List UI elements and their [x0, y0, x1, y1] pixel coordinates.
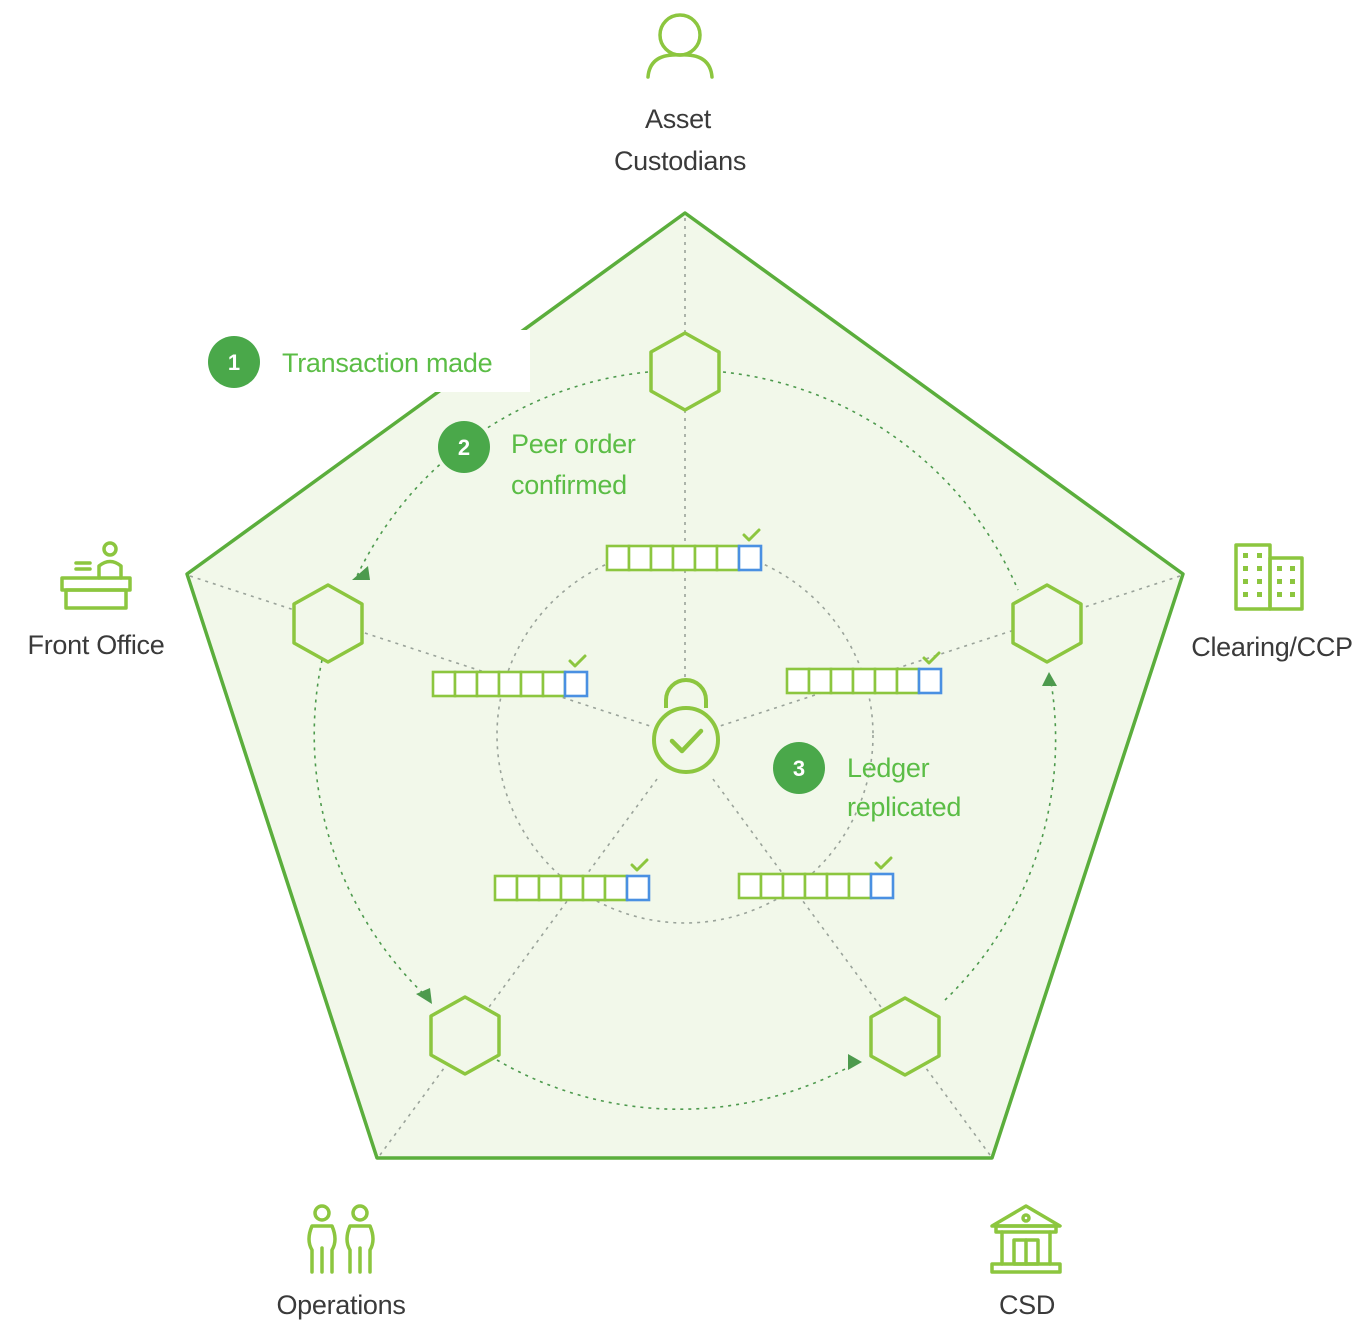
step-label: replicated — [847, 792, 961, 822]
arrow-head — [352, 566, 370, 580]
office-building-icon — [1234, 543, 1304, 611]
step-number: 3 — [793, 756, 805, 781]
asset-custodians-label: Asset — [645, 104, 712, 134]
step-badge — [208, 336, 260, 388]
asset-custodians-label: Custodians — [614, 146, 746, 176]
ledger-block-strip — [737, 856, 895, 900]
step-label: Peer order — [511, 429, 636, 459]
arrow-head — [416, 988, 432, 1004]
radial-spokes — [189, 218, 1181, 1156]
peer-node-hexagon — [1011, 583, 1083, 664]
network-pentagon — [185, 211, 1185, 1160]
peer-node-hexagon — [869, 996, 941, 1077]
ledger-block-strip — [431, 654, 589, 698]
peer-node-hexagon — [649, 331, 721, 412]
peer-nodes — [292, 331, 1083, 1077]
step-label: Transaction made — [282, 348, 492, 378]
step-2: 2 Peer order confirmed — [438, 421, 636, 500]
ledger-block-strip — [785, 651, 943, 695]
step-badge — [438, 421, 490, 473]
arrow-head — [1042, 672, 1057, 686]
step-1: 1 Transaction made — [208, 336, 493, 388]
inner-ring — [496, 546, 874, 924]
ledger-block-strip — [493, 858, 651, 902]
ledger-block-strip — [605, 528, 763, 572]
step-label: Ledger — [847, 753, 930, 783]
step-number: 1 — [228, 350, 240, 375]
operations-label: Operations — [276, 1290, 405, 1320]
arrow-head — [848, 1054, 862, 1070]
person-icon — [646, 13, 714, 79]
peer-node-hexagon — [429, 995, 501, 1076]
two-people-icon — [307, 1204, 375, 1274]
peer-node-hexagon — [292, 583, 364, 664]
step-label: confirmed — [511, 470, 627, 500]
clearing-ccp-label: Clearing/CCP — [1191, 632, 1352, 662]
step-badge — [773, 742, 825, 794]
bank-building-icon — [990, 1204, 1062, 1274]
step-number: 2 — [458, 435, 470, 460]
padlock-check-icon — [652, 678, 720, 774]
reception-desk-icon — [60, 541, 132, 610]
step-3: 3 Ledger replicated — [773, 742, 961, 822]
csd-label: CSD — [999, 1290, 1055, 1320]
front-office-label: Front Office — [28, 630, 165, 660]
